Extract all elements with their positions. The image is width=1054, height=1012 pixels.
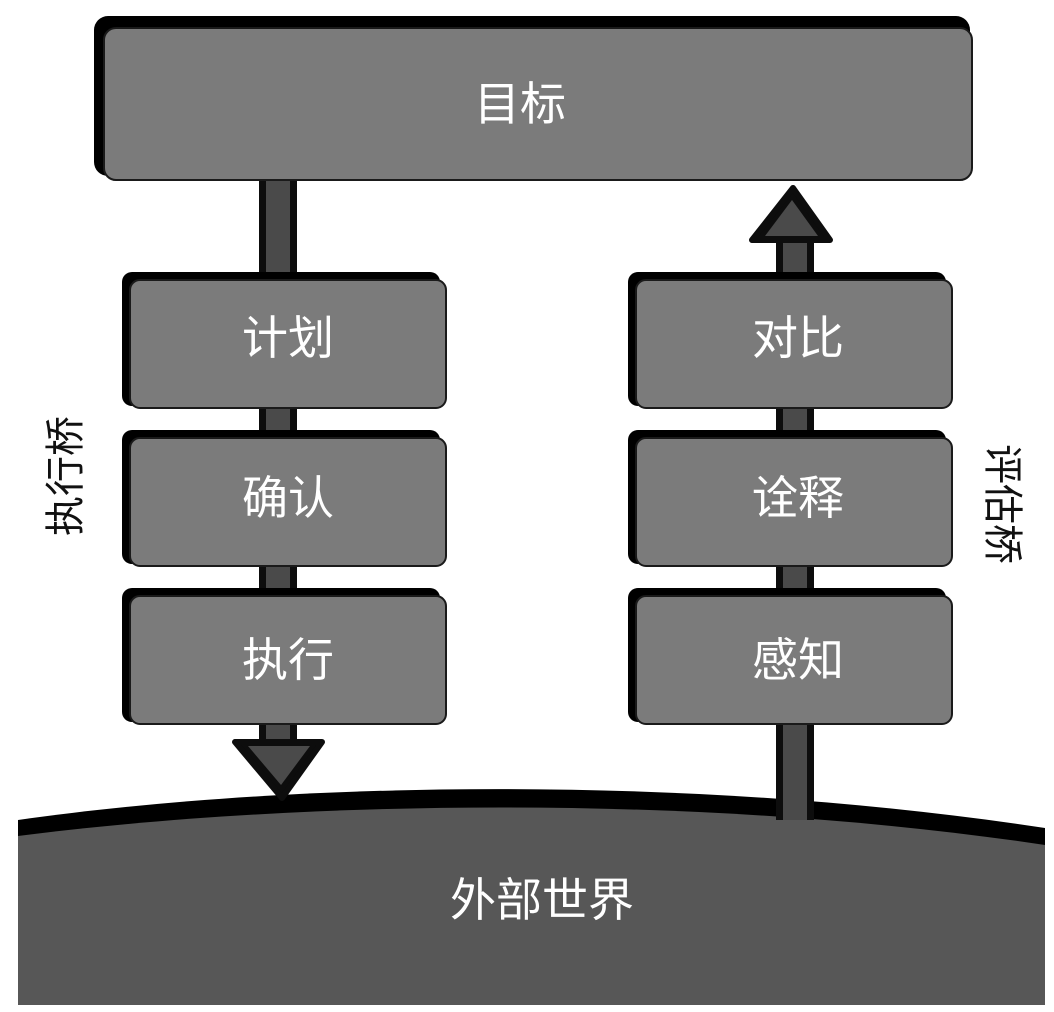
step-compare-label: 对比 (752, 311, 844, 365)
step-box-plan (122, 272, 447, 409)
goal-label: 目标 (474, 77, 566, 131)
evaluation-bridge-label: 评估桥 (979, 444, 1025, 564)
step-plan-label: 计划 (242, 311, 334, 365)
goal-box (94, 16, 973, 181)
world-label: 外部世界 (450, 873, 634, 927)
step-box-perceive (628, 588, 953, 725)
step-execute-label: 执行 (242, 633, 334, 687)
step-box-compare (628, 272, 953, 409)
step-box-execute (122, 588, 447, 725)
step-box-interpret (628, 430, 953, 567)
execution-bridge-label: 执行桥 (43, 416, 89, 536)
step-perceive-label: 感知 (752, 633, 844, 687)
step-box-confirm (122, 430, 447, 567)
step-confirm-label: 确认 (242, 471, 334, 525)
step-interpret-label: 诠释 (752, 471, 844, 525)
world-shape (18, 789, 1045, 1005)
